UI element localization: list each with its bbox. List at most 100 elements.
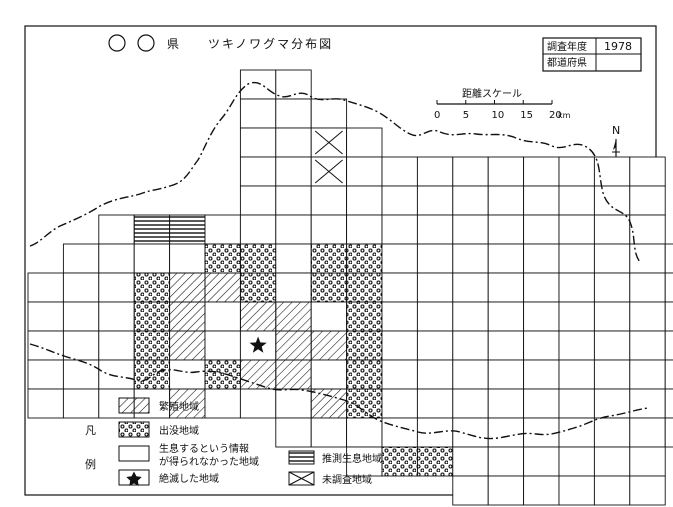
grid-cell bbox=[629, 417, 666, 448]
grid-cell bbox=[452, 388, 489, 419]
legend-label-no-info-1: 生息するという情報 bbox=[159, 442, 249, 455]
grid-cell bbox=[452, 214, 489, 245]
grid-cell bbox=[487, 330, 525, 361]
grid-cell bbox=[310, 98, 348, 129]
grid-cell bbox=[239, 388, 277, 419]
grid-cell bbox=[416, 388, 454, 419]
grid-cell bbox=[629, 243, 666, 274]
grid-cell bbox=[239, 185, 277, 216]
grid-cell bbox=[239, 156, 277, 187]
grid bbox=[27, 69, 673, 506]
grid-cell bbox=[275, 98, 312, 129]
grid-cell bbox=[381, 243, 418, 274]
grid-cell bbox=[275, 359, 312, 390]
unsurveyed-cross bbox=[314, 159, 343, 184]
grid-cell bbox=[664, 272, 673, 303]
grid-cell bbox=[523, 475, 560, 506]
grid-cell bbox=[558, 330, 595, 361]
grid-cell bbox=[346, 156, 383, 187]
grid-cell bbox=[487, 359, 525, 390]
grid-cell bbox=[452, 243, 489, 274]
grid-cell bbox=[629, 388, 666, 419]
grid-cell bbox=[416, 330, 454, 361]
grid-cell bbox=[169, 359, 206, 390]
grid-cell bbox=[664, 388, 673, 419]
survey-year-label: 調査年度 bbox=[547, 40, 587, 53]
extinct-star-icon bbox=[249, 336, 267, 353]
grid-cell bbox=[310, 417, 348, 448]
grid-cell bbox=[98, 214, 135, 245]
blank-circle-1 bbox=[108, 34, 126, 52]
grid-cell bbox=[629, 156, 666, 187]
grid-cell bbox=[558, 388, 595, 419]
grid-cell bbox=[239, 98, 277, 129]
grid-cell bbox=[275, 127, 312, 158]
grid-cell bbox=[416, 446, 454, 477]
grid-cell bbox=[593, 475, 631, 506]
grid-cell bbox=[204, 388, 241, 419]
scale-tick-label: 0 bbox=[434, 110, 440, 121]
grid-cell bbox=[416, 185, 454, 216]
grid-cell bbox=[27, 388, 64, 419]
prefecture-boundary bbox=[29, 81, 641, 263]
grid-cell bbox=[381, 330, 418, 361]
grid-cell bbox=[558, 301, 595, 332]
grid-cell bbox=[204, 243, 241, 274]
grid-cell bbox=[487, 417, 525, 448]
grid-cell bbox=[452, 417, 489, 448]
grid-cell bbox=[310, 359, 348, 390]
grid-cell bbox=[664, 417, 673, 448]
grid-cell bbox=[27, 359, 64, 390]
grid-cell bbox=[523, 185, 560, 216]
grid-cell bbox=[310, 214, 348, 245]
grid-cell bbox=[452, 156, 489, 187]
grid-cell bbox=[204, 301, 241, 332]
blank-circle-2 bbox=[137, 34, 155, 52]
grid-cell bbox=[169, 214, 206, 245]
grid-cell bbox=[275, 156, 312, 187]
legend-label-no-info-2: が得られなかった地域 bbox=[159, 455, 259, 468]
grid-cell bbox=[593, 272, 631, 303]
grid-cell bbox=[558, 185, 595, 216]
grid-cell bbox=[133, 301, 171, 332]
grid-cell bbox=[593, 359, 631, 390]
scale-tick-label: 20 bbox=[549, 110, 562, 121]
grid-cell bbox=[381, 185, 418, 216]
grid-cell bbox=[452, 359, 489, 390]
grid-cell bbox=[629, 272, 666, 303]
grid-cell bbox=[629, 214, 666, 245]
grid-cell bbox=[487, 243, 525, 274]
north-label: N bbox=[612, 124, 620, 137]
grid-cell bbox=[593, 185, 631, 216]
legend-side-label-2: 例 bbox=[85, 457, 96, 471]
legend-label-breeding: 繁殖地域 bbox=[159, 400, 199, 413]
grid-cell bbox=[558, 156, 595, 187]
grid-cell bbox=[204, 214, 241, 245]
grid-cell bbox=[310, 388, 348, 419]
scale-unit: km bbox=[558, 111, 571, 120]
grid-cell bbox=[62, 272, 100, 303]
grid-cell bbox=[523, 272, 560, 303]
grid-cell bbox=[62, 330, 100, 361]
grid-cell bbox=[62, 243, 100, 274]
grid-cell bbox=[346, 301, 383, 332]
grid-cell bbox=[523, 359, 560, 390]
grid-cell bbox=[452, 272, 489, 303]
legend-label-extinct: 絶滅した地域 bbox=[159, 472, 219, 485]
unsurveyed-cross bbox=[314, 130, 343, 155]
grid-cell bbox=[381, 359, 418, 390]
grid-cell bbox=[133, 272, 171, 303]
grid-cell bbox=[664, 359, 673, 390]
grid-cell bbox=[523, 243, 560, 274]
grid-cell bbox=[310, 185, 348, 216]
grid-cell bbox=[381, 446, 418, 477]
grid-cell bbox=[381, 272, 418, 303]
prefecture-suffix: 県 bbox=[167, 37, 179, 51]
grid-cell bbox=[558, 214, 595, 245]
map-title: ツキノワグマ分布図 bbox=[208, 37, 333, 51]
grid-cell bbox=[381, 417, 418, 448]
legend-swatch-estimated bbox=[288, 450, 315, 465]
grid-cell bbox=[346, 359, 383, 390]
grid-cell bbox=[452, 475, 489, 506]
grid-cell bbox=[98, 243, 135, 274]
